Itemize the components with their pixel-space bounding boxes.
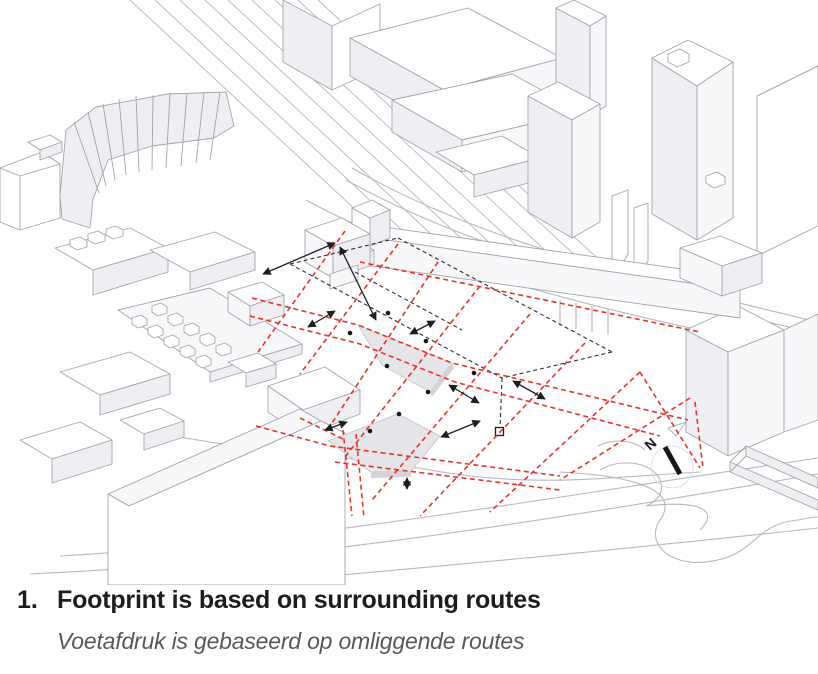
north-label: N — [641, 435, 659, 454]
caption-title: Footprint is based on surrounding routes — [57, 586, 541, 614]
caption-subtitle: Voetafdruk is gebaseerd op omliggende ro… — [57, 628, 525, 654]
caption-number: 1. — [17, 586, 38, 614]
dimension-arrow — [409, 320, 436, 335]
dimension-arrow — [324, 420, 348, 432]
footprint-lower — [327, 413, 441, 473]
building-elevated-bar — [329, 221, 763, 335]
buildings-top-right — [651, 39, 818, 257]
route-lines — [249, 230, 704, 519]
dimension-arrow — [262, 242, 336, 275]
footprints — [327, 324, 454, 478]
dimension-arrow — [307, 310, 336, 328]
north-circle — [650, 445, 694, 489]
buildings-left-cluster — [0, 91, 361, 585]
dimension-arrow — [448, 384, 480, 404]
north-arrow: N — [641, 435, 694, 489]
dimension-arrows — [262, 242, 546, 490]
route-node-dots — [347, 310, 477, 434]
dimension-arrow — [440, 419, 481, 439]
planter-walls — [729, 445, 818, 511]
figure-caption: 1. Footprint is based on surrounding rou… — [17, 586, 801, 655]
buildings-top-cluster — [282, 0, 649, 274]
building-east-block — [685, 305, 818, 457]
dimension-arrow — [512, 380, 546, 400]
dimension-arrow — [339, 246, 377, 321]
route-corridors — [249, 261, 701, 491]
site-axonometric-diagram: N — [0, 0, 818, 585]
route-fan — [255, 401, 704, 519]
north-needle — [662, 445, 683, 476]
